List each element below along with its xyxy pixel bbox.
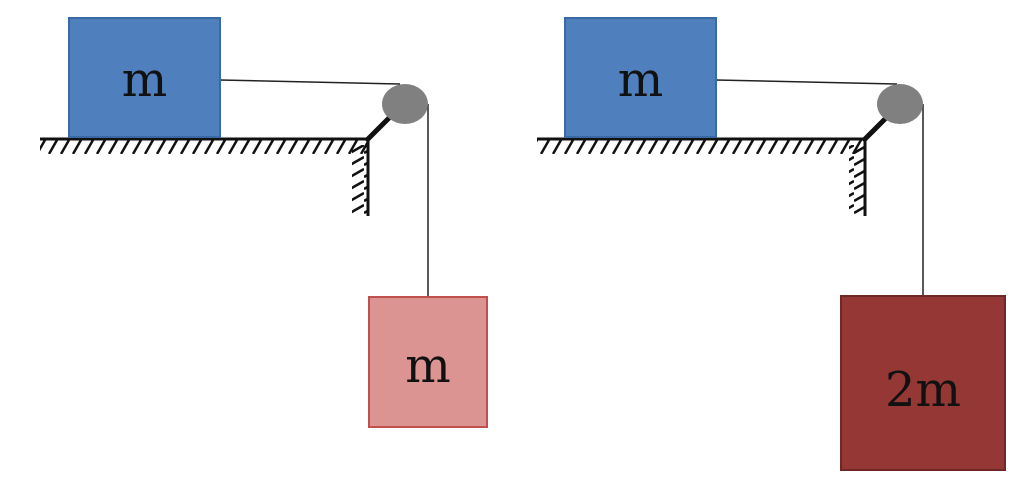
pulley-2 [877, 84, 923, 124]
table-block-2-label: m [618, 52, 664, 108]
hanging-block-1-label: m [405, 338, 451, 394]
string-horizontal-2 [715, 79, 898, 85]
table-block-2: m [564, 17, 717, 138]
setup-2: m 2m [537, 17, 1006, 471]
table-surface-2 [537, 137, 865, 154]
pulley-1 [382, 84, 428, 124]
pulley-bracket-1 [364, 112, 395, 143]
hanging-block-2-label: 2m [885, 362, 961, 418]
hanging-block-1: m [368, 296, 488, 428]
hanging-block-2: 2m [840, 295, 1006, 471]
setup-1: m m [40, 17, 488, 428]
table-surface-1 [40, 137, 368, 154]
table-wall-1 [352, 139, 370, 216]
table-block-1-label: m [122, 52, 168, 108]
table-wall-2 [849, 139, 867, 216]
table-block-1: m [68, 17, 221, 138]
string-horizontal-1 [219, 79, 401, 85]
